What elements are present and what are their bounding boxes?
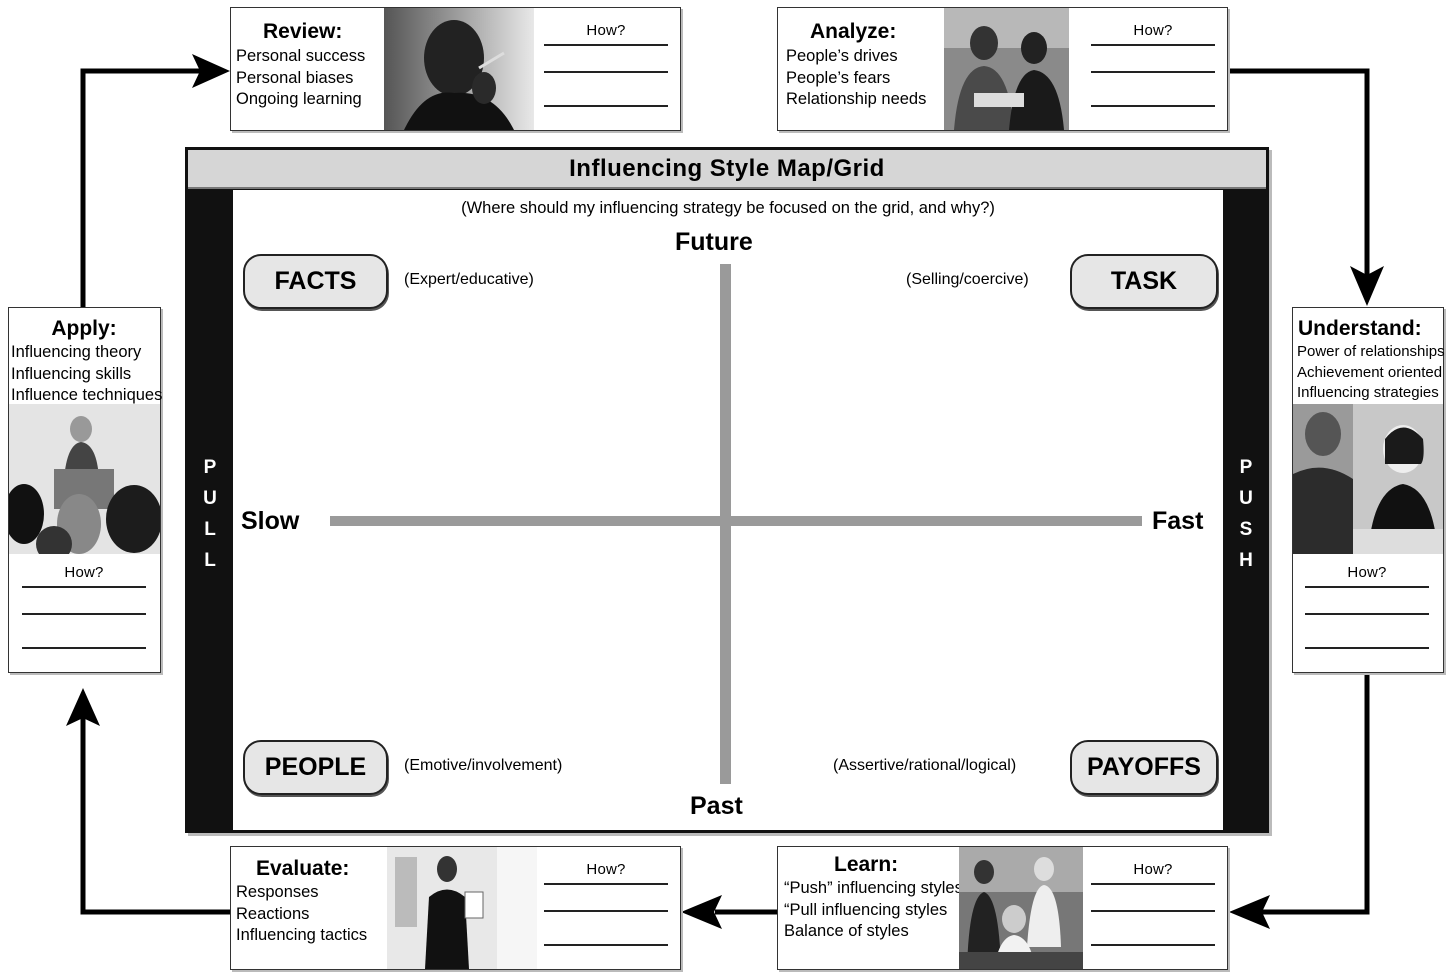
stage-evaluate-how: How? (544, 861, 668, 946)
stage-learn-items: “Push” influencing styles“Pull influenci… (784, 879, 963, 940)
photo-meeting (1293, 404, 1443, 554)
axis-future: Future (675, 228, 753, 256)
quadrant-task-note: (Selling/coercive) (906, 271, 1029, 288)
arrow-head-understand (1350, 266, 1384, 306)
stage-apply-how: How? (22, 564, 146, 649)
stage-understand-how: How? (1305, 564, 1429, 649)
stage-analyze-title: Analyze: (810, 20, 897, 43)
axis-past: Past (690, 792, 743, 820)
photo-lecture (9, 404, 160, 554)
arrow-apply-to-review (80, 68, 200, 308)
arrow-analyze-to-understand (1228, 68, 1370, 275)
photo-team (959, 847, 1083, 969)
arrow-evaluate-to-apply (80, 718, 231, 915)
quadrant-people: PEOPLE (243, 740, 388, 795)
photo-woman-presenting (387, 847, 537, 969)
arrow-head-apply (66, 688, 100, 726)
stage-review-how: How? (544, 22, 668, 107)
quadrant-payoffs: PAYOFFS (1070, 740, 1218, 795)
arrow-head-review (192, 54, 230, 88)
quadrant-facts-note: (Expert/educative) (404, 271, 534, 288)
quadrant-people-note: (Emotive/involvement) (404, 757, 563, 774)
arrow-head-learn (1229, 895, 1270, 929)
grid-question: (Where should my influencing strategy be… (461, 199, 995, 217)
arrow-understand-to-learn (1262, 672, 1370, 915)
stage-learn: Learn: “Push” influencing styles“Pull in… (777, 846, 1228, 970)
quadrant-task: TASK (1070, 254, 1218, 309)
stage-learn-how: How? (1091, 861, 1215, 946)
photo-man-thinking (384, 8, 534, 130)
stage-evaluate-title: Evaluate: (256, 857, 350, 880)
stage-learn-title: Learn: (834, 853, 899, 876)
stage-apply-title: Apply: (51, 317, 117, 340)
photo-two-men-talking (944, 8, 1069, 130)
stage-understand-title: Understand: (1298, 317, 1422, 340)
quadrant-payoffs-note: (Assertive/rational/logical) (833, 757, 1017, 774)
stage-analyze-how: How? (1091, 22, 1215, 107)
arrow-head-evaluate (681, 895, 722, 929)
quadrant-facts: FACTS (243, 254, 388, 309)
axis-slow: Slow (241, 507, 300, 535)
horizontal-axis-line (330, 516, 1142, 526)
stage-review-title: Review: (263, 20, 343, 43)
grid-title: Influencing Style Map/Grid (188, 150, 1266, 189)
axis-fast: Fast (1152, 507, 1204, 535)
